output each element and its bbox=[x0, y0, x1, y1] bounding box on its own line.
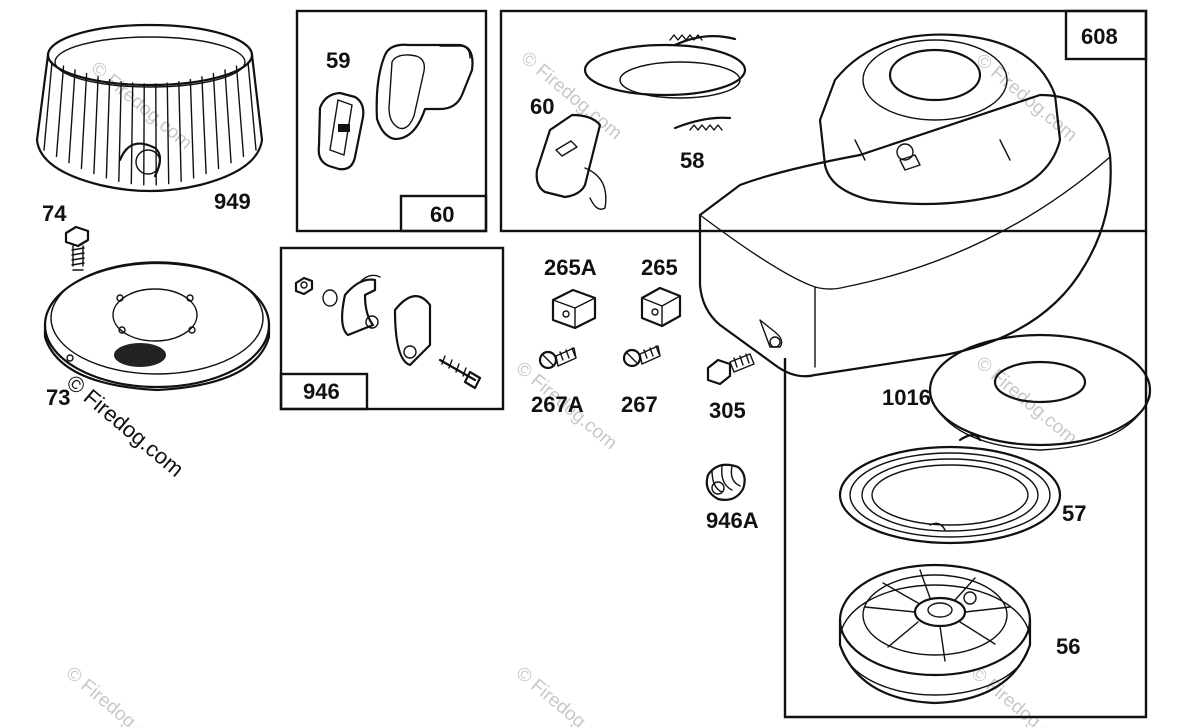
label-56: 56 bbox=[1056, 634, 1080, 659]
box-clamp-946 bbox=[279, 246, 505, 411]
part-60-handle bbox=[535, 113, 607, 210]
box-label-608 bbox=[1064, 9, 1148, 61]
screen-rib bbox=[235, 65, 245, 158]
part-74-bolt bbox=[64, 225, 90, 271]
screen-rib bbox=[201, 76, 207, 175]
label-267: 267 bbox=[621, 392, 658, 417]
label-265: 265 bbox=[641, 255, 678, 280]
label-1016: 1016 bbox=[882, 385, 931, 410]
label-74: 74 bbox=[42, 201, 67, 226]
watermark: © Firedog.com bbox=[512, 663, 621, 727]
box-label-60 bbox=[399, 194, 488, 233]
screen-rib bbox=[80, 72, 88, 170]
label-60: 60 bbox=[530, 94, 554, 119]
label-949: 949 bbox=[214, 189, 251, 214]
part-946-clamp-kit bbox=[294, 274, 482, 390]
box-label-946 bbox=[279, 372, 369, 411]
label-265A: 265A bbox=[544, 255, 597, 280]
box-starter-608 bbox=[499, 9, 1148, 233]
screen-rib bbox=[68, 69, 76, 164]
part-265-clip bbox=[640, 286, 682, 328]
part-labels: 949 74 73 59 60 60 58 608 946 265A 265 2… bbox=[42, 24, 1118, 659]
label-57: 57 bbox=[1062, 501, 1086, 526]
box-starter-lower bbox=[783, 231, 1148, 719]
part-946A-bushing bbox=[705, 463, 746, 501]
screen-rib bbox=[93, 76, 99, 175]
part-56-pulley bbox=[838, 563, 1032, 705]
screen-rib bbox=[166, 82, 170, 185]
label-946A: 946A bbox=[706, 508, 759, 533]
screen-rib bbox=[247, 61, 257, 151]
part-1016-washer bbox=[928, 333, 1152, 451]
part-265A-clip bbox=[551, 288, 597, 330]
part-267-screw bbox=[622, 345, 661, 368]
screen-rib bbox=[224, 69, 232, 164]
label-73: 73 bbox=[46, 385, 70, 410]
screen-rib bbox=[212, 72, 220, 170]
screen-rib bbox=[105, 78, 111, 179]
label-608: 608 bbox=[1081, 24, 1118, 49]
part-949-screen bbox=[35, 23, 264, 193]
part-267A-screw bbox=[538, 347, 577, 370]
part-60-insert bbox=[317, 91, 365, 171]
part-305-bolt bbox=[706, 353, 755, 386]
screen-rib bbox=[118, 80, 122, 183]
screen-rib bbox=[43, 61, 53, 151]
label-58: 58 bbox=[680, 148, 704, 173]
part-59-handle bbox=[375, 43, 474, 141]
label-267A: 267A bbox=[531, 392, 584, 417]
watermark: © Firedog.com bbox=[62, 663, 171, 727]
label-59: 59 bbox=[326, 48, 350, 73]
screen-rib bbox=[55, 65, 65, 158]
label-305: 305 bbox=[709, 398, 746, 423]
part-57-spring bbox=[838, 433, 1062, 545]
part-58-rope bbox=[583, 34, 747, 131]
screen-rib bbox=[178, 80, 182, 183]
screen-rib bbox=[130, 82, 134, 185]
box-handle-kit bbox=[295, 9, 488, 233]
screen-rib bbox=[189, 78, 195, 179]
part-73-plate bbox=[43, 261, 271, 392]
part-608-housing bbox=[698, 33, 1112, 378]
label-60-box: 60 bbox=[430, 202, 454, 227]
label-946: 946 bbox=[303, 379, 340, 404]
